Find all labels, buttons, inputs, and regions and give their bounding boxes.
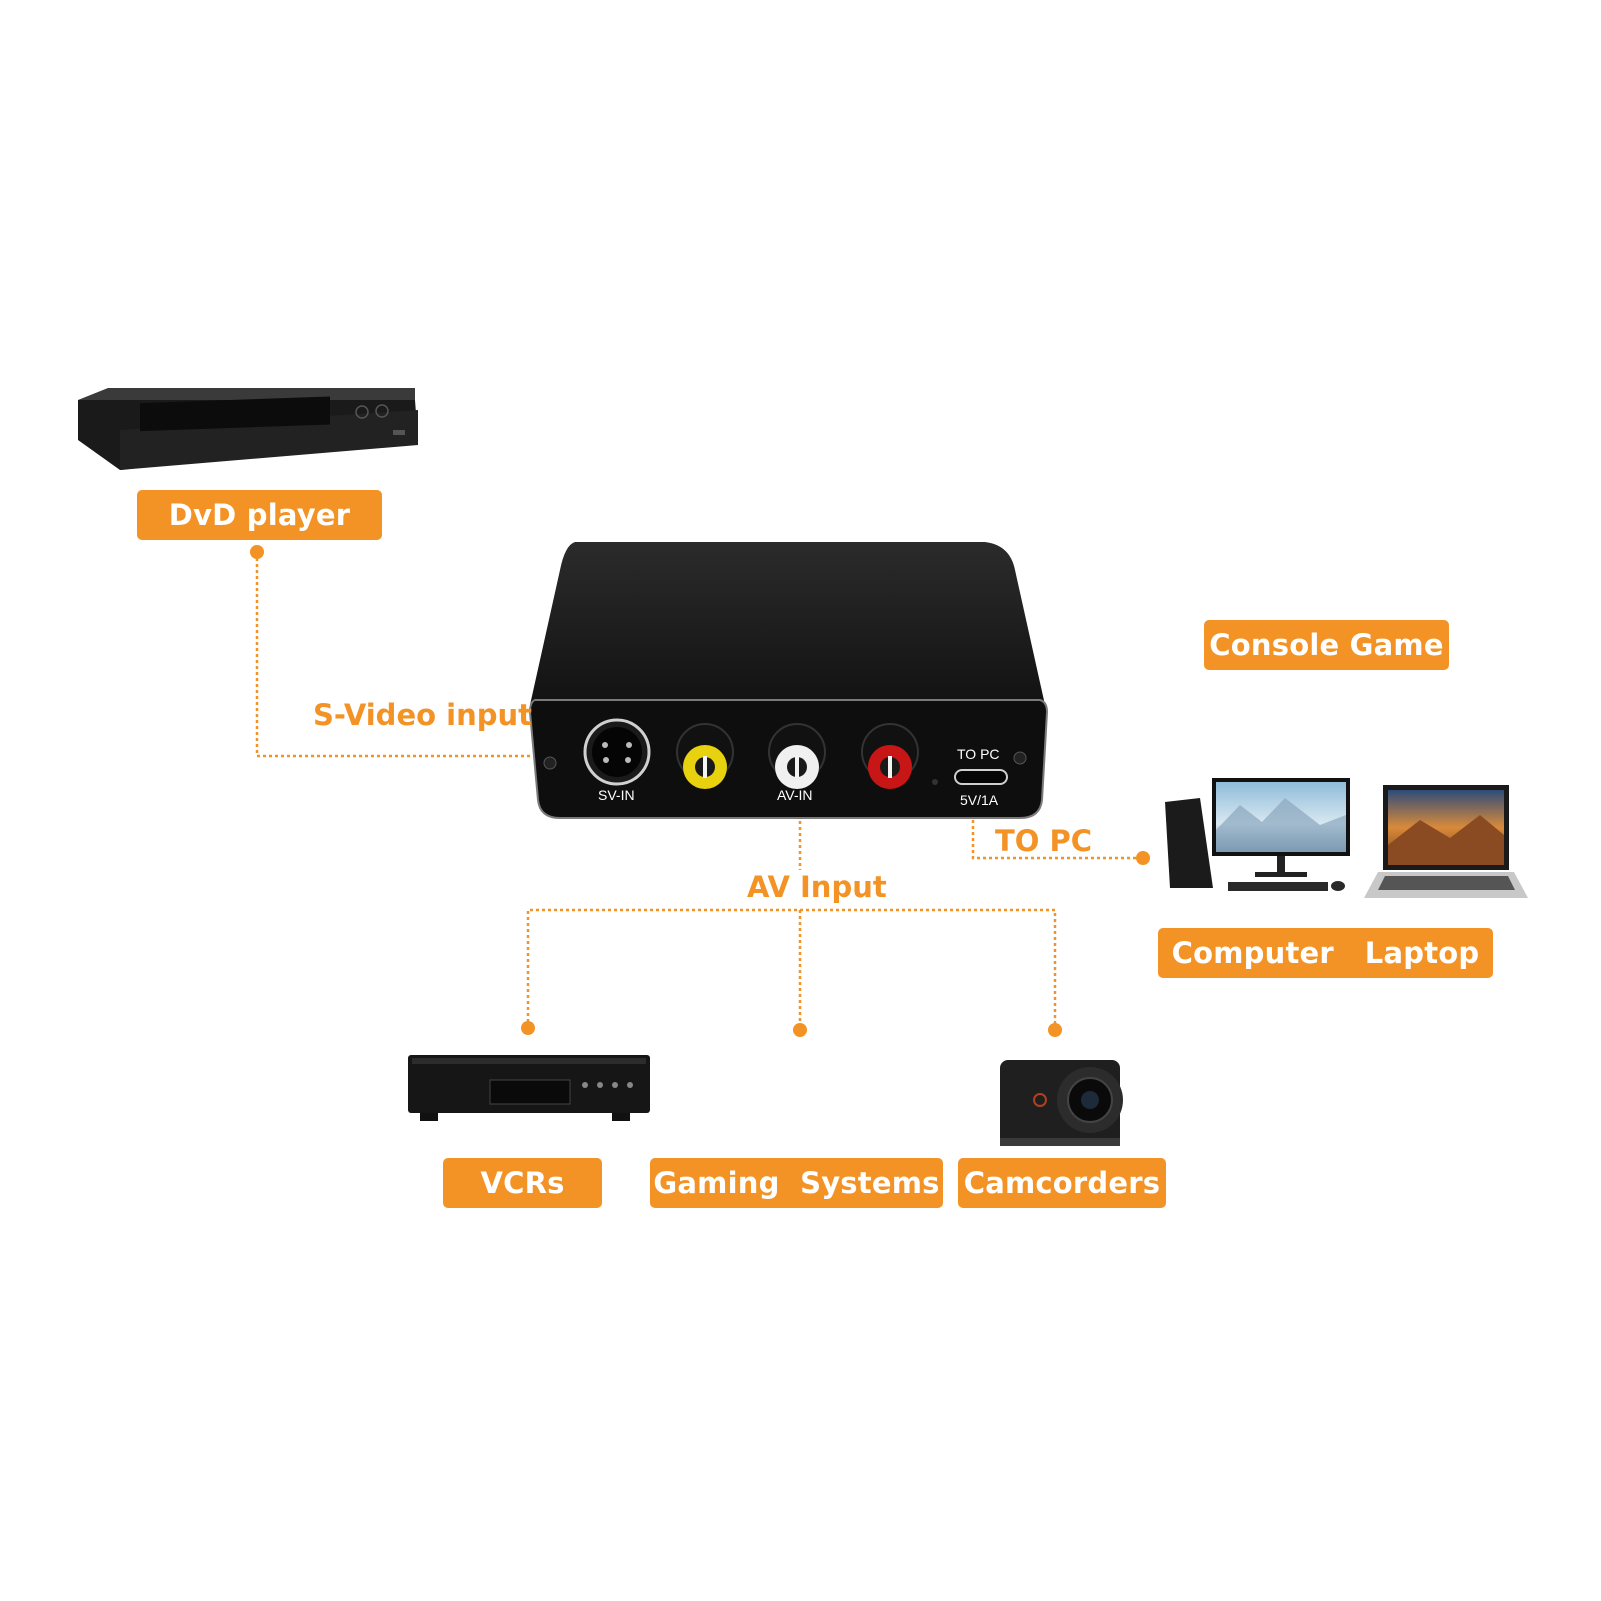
label-gaming-systems: Gaming Systems xyxy=(650,1158,943,1208)
vcr-icon xyxy=(408,1055,650,1121)
camcorder-icon xyxy=(1000,1060,1123,1146)
port-label-to-pc: TO PC xyxy=(957,746,1000,762)
desktop-computer-icon xyxy=(1165,778,1350,891)
label-dvd-player: DvD player xyxy=(137,490,382,540)
dvd-player-icon xyxy=(78,388,418,470)
port-label-sv-in: SV-IN xyxy=(598,787,635,803)
connector-lines xyxy=(255,552,1143,1030)
label-computer-laptop: Computer Laptop xyxy=(1158,928,1493,978)
converter-box-icon xyxy=(528,542,1049,819)
label-camcorders: Camcorders xyxy=(958,1158,1166,1208)
annotation-s-video-input: S-Video input xyxy=(313,698,532,732)
port-label-power: 5V/1A xyxy=(960,792,999,808)
annotation-av-input: AV Input xyxy=(747,870,887,904)
label-vcrs: VCRs xyxy=(443,1158,602,1208)
annotation-to-pc: TO PC xyxy=(995,824,1093,858)
label-console-game: Console Game xyxy=(1204,620,1449,670)
port-label-av-in: AV-IN xyxy=(777,787,813,803)
laptop-icon xyxy=(1364,785,1528,898)
